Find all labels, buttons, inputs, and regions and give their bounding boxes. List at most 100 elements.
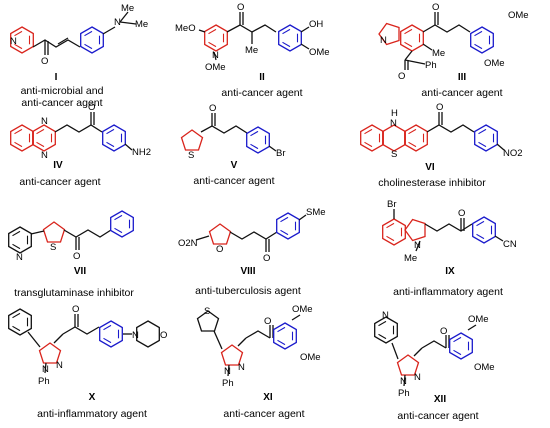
atom-label: OMe [205, 62, 226, 73]
compound-id: IV [53, 160, 63, 171]
atom-label: O [72, 304, 79, 315]
atom-label: N [10, 36, 17, 47]
compound-XI-linker [213, 314, 301, 377]
atom-label: O [440, 326, 447, 337]
compound-III-indolizine-ring [400, 24, 424, 52]
compound-I-aryl-ring [80, 26, 104, 54]
compound-II: MeO N OMe O Me OH OMe II anti-cancer age… [175, 2, 330, 99]
compound-II-linker [198, 12, 277, 61]
atom-label: S [391, 149, 397, 160]
atom-label: SMe [306, 207, 326, 218]
compound-VIII-linker [195, 231, 278, 252]
atom-label: O [458, 208, 465, 219]
atom-label: O [41, 56, 48, 67]
activity-label: anti-tuberculosis agent [195, 285, 301, 297]
atom-label: Ph [425, 60, 437, 71]
atom-label: S [188, 150, 194, 161]
atom-label: Ph [398, 388, 410, 399]
compound-I-linker [32, 37, 81, 55]
activity-label: anti-cancer agent [19, 176, 100, 188]
compound-III-aryl-ring [470, 26, 494, 54]
atom-label: Me [404, 253, 417, 264]
compound-VII-pyridine-ring [8, 226, 32, 254]
atom-label: Me [245, 45, 258, 56]
atom-label: N [224, 366, 231, 377]
atom-label: O [216, 244, 223, 255]
compound-id: V [231, 160, 238, 171]
compound-VI: H N S O NO2 VI cholinesterase inhibitor [360, 102, 523, 189]
activity-label: anti-cancer agent [21, 97, 102, 109]
compound-IV-aryl-ring [102, 124, 126, 152]
compound-id: XI [263, 392, 273, 403]
atom-label: Me [121, 3, 134, 14]
atom-label: N [16, 252, 23, 263]
compound-X-phenyl-ring [8, 308, 32, 336]
compound-VI-aryl-ring [474, 124, 498, 152]
compound-V-linker [200, 113, 248, 134]
atom-label: O [432, 2, 439, 13]
atom-label: N [41, 150, 48, 161]
activity-label: anti-cancer agent [223, 408, 304, 420]
atom-label: H [391, 108, 398, 119]
compound-III-linker [404, 12, 471, 70]
compound-VIII: O2N O O SMe VIII anti-tuberculosis agent [178, 207, 326, 297]
atom-label: N [400, 376, 407, 387]
atom-label: Br [276, 148, 286, 159]
atom-label: N [114, 17, 121, 28]
atom-label: O [160, 330, 167, 341]
atom-label: S [204, 306, 210, 317]
activity-label: anti-cancer agent [221, 87, 302, 99]
atom-label: N [56, 360, 63, 371]
activity-label: anti-inflammatory agent [37, 408, 147, 420]
activity-label: anti-cancer agent [421, 87, 502, 99]
atom-label: S [50, 242, 56, 253]
compound-id: IX [445, 266, 455, 277]
compound-id: X [89, 392, 96, 403]
atom-label: Me [432, 48, 445, 59]
compound-II-aryl-ring [278, 24, 302, 52]
activity-label: transglutaminase inhibitor [14, 287, 134, 299]
compound-IX-aryl-ring [472, 216, 496, 244]
atom-label: N [414, 240, 421, 251]
compound-id: I [55, 72, 58, 83]
atom-label: N [42, 364, 49, 375]
activity-label: anti-cancer agent [193, 175, 274, 187]
atom-label: O [88, 102, 95, 113]
atom-label: O [73, 251, 80, 262]
compound-VII-linker [30, 229, 112, 250]
compound-IV: N N O NH2 IV anti-cancer agent [10, 102, 151, 188]
atom-label: O [264, 316, 271, 327]
atom-label: OMe [300, 352, 321, 363]
compound-IV-quinoxaline-ring [10, 124, 56, 152]
compound-X-aryl-ring [99, 320, 123, 348]
activity-label: anti-microbial and [21, 85, 104, 97]
atom-label: MeO [175, 23, 196, 34]
atom-label: NH2 [132, 147, 151, 158]
atom-label: N [212, 50, 219, 61]
compound-X-morpholine-ring [136, 320, 160, 348]
compound-I: N O N Me Me I anti-microbial and anti-ca… [10, 3, 148, 109]
atom-label: OH [309, 19, 323, 30]
atom-label: O [263, 253, 270, 264]
compound-XII: N N N Ph O OMe OMe XII anti-cancer agent [374, 310, 495, 422]
atom-label: Me [135, 19, 148, 30]
activity-label: cholinesterase inhibitor [378, 177, 486, 189]
atom-label: Br [387, 199, 397, 210]
atom-label: Ph [38, 376, 50, 387]
compound-VI-linker [426, 112, 475, 133]
activity-label: anti-inflammatory agent [393, 286, 503, 298]
compound-id: VIII [240, 266, 255, 277]
compound-IX-linker [393, 209, 473, 252]
compound-XII-aryl-ring [449, 332, 473, 360]
atom-label: O2N [178, 238, 198, 249]
atom-label: N [41, 116, 48, 127]
atom-label: OMe [292, 304, 313, 315]
atom-label: OMe [468, 314, 489, 325]
compound-X-linker [27, 314, 132, 374]
compound-V-aryl-ring [246, 126, 270, 154]
compound-III: N O Me O Ph OMe OMe III anti-cancer agen… [378, 2, 529, 99]
atom-label: N [238, 362, 245, 373]
compound-id: II [259, 72, 265, 83]
compound-VII-thiophene-ring [42, 221, 66, 243]
atom-label: Ph [222, 378, 234, 389]
